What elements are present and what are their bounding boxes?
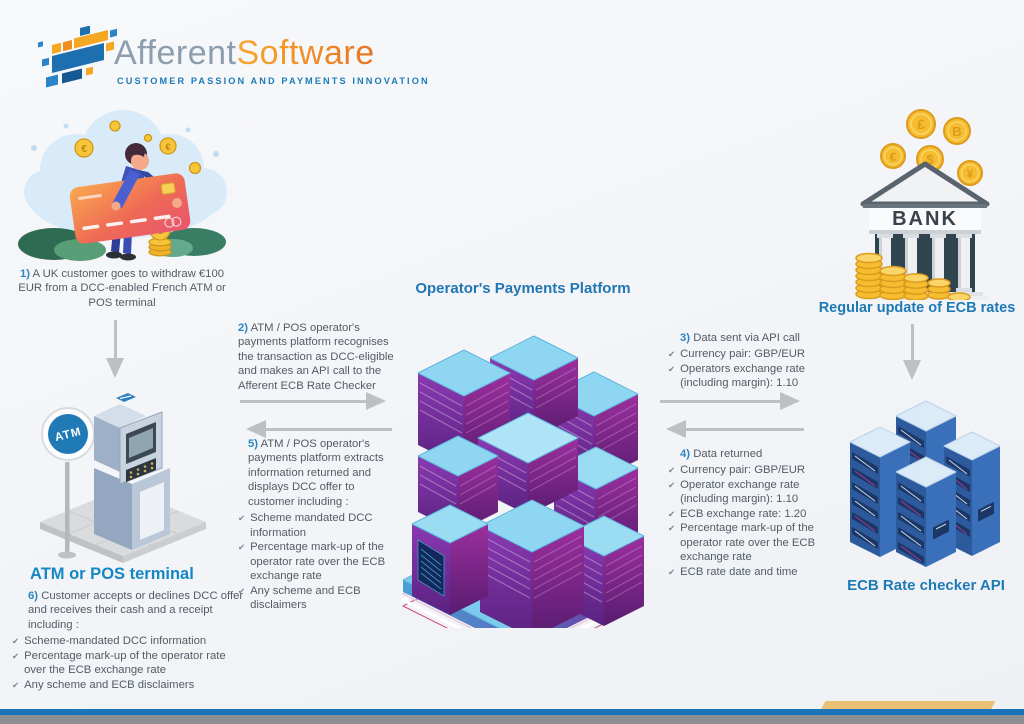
bullet-text: Currency pair: GBP/EUR	[680, 464, 806, 477]
list-item: ✔ Percentage mark-up of the operator rate…	[238, 540, 396, 583]
step-number: 3)	[680, 332, 691, 344]
check-icon: ✔	[12, 650, 20, 661]
list-item: ✔ Percentage mark-up of the operator rate…	[668, 521, 840, 564]
step-number: 5)	[248, 438, 259, 450]
bullet-text: Any scheme and ECB disclaimers	[250, 584, 361, 611]
footer-gray-bar	[0, 715, 1024, 724]
check-icon: ✔	[238, 542, 246, 553]
step-6: 6) Customer accepts or declines DCC offe…	[12, 589, 244, 692]
list-item: ✔ Any scheme and ECB disclaimers	[12, 678, 244, 692]
arrow-down-customer-to-atm	[106, 320, 124, 378]
coin-euro-icon: €	[890, 150, 897, 164]
platform-heading: Operator's Payments Platform	[415, 280, 631, 297]
arrow-right-to-platform	[240, 392, 386, 410]
server-rack-icon	[849, 400, 1001, 567]
bank-icon: £ B € $ ¥ BANK	[855, 109, 990, 300]
step-text: Data returned	[693, 448, 763, 460]
step-number: 2)	[238, 322, 249, 334]
bullet-text: Percentage mark-up of the operator rate …	[250, 541, 386, 583]
bullet-text: Percentage mark-up of the operator rate …	[680, 522, 816, 564]
footer-blue-bar	[0, 709, 1024, 715]
step-number: 6)	[28, 590, 39, 602]
step-3: 3) Data sent via API call ✔ Currency pair…	[668, 331, 840, 391]
arrow-down-bank-to-api	[903, 324, 921, 380]
logo-wordmark: AfferentSoftware	[114, 34, 375, 73]
coin-dollar-icon: $	[926, 152, 934, 167]
bullet-text: Any scheme and ECB disclaimers	[24, 678, 195, 691]
customer-withdraw-icon: €	[18, 110, 227, 261]
logo-icon	[36, 26, 128, 96]
check-icon: ✔	[668, 508, 676, 519]
coin-euro-icon: €	[81, 144, 87, 155]
bank-sign-label: BANK	[892, 208, 958, 230]
arrow-right-to-ecb-api	[660, 392, 800, 410]
list-item: ✔ Any scheme and ECB disclaimers	[238, 584, 396, 613]
ecb-update-heading: Regular update of ECB rates	[818, 300, 1016, 316]
list-item: ✔ ECB exchange rate: 1.20	[668, 507, 840, 521]
step-text: ATM / POS operator's payments platform e…	[248, 438, 384, 508]
bullet-text: Scheme mandated DCC information	[250, 512, 373, 539]
bullet-text: ECB rate date and time	[680, 565, 798, 578]
coin-bitcoin-icon: B	[952, 124, 961, 139]
list-item: ✔ Percentage mark-up of the operator rate…	[12, 649, 244, 678]
list-item: ✔ Currency pair: GBP/EUR	[668, 347, 840, 361]
step-text: ATM / POS operator's payments platform r…	[238, 322, 394, 392]
check-icon: ✔	[12, 636, 20, 647]
check-icon: ✔	[238, 585, 246, 596]
logo-brand-secondary: Software	[236, 34, 375, 72]
customer-illustration: €	[18, 110, 230, 265]
step-1: 1) A UK customer goes to withdraw €100 E…	[10, 267, 234, 310]
step-number: 4)	[680, 448, 691, 460]
step-text: Data sent via API call	[693, 332, 800, 344]
coin-euro-icon: €	[165, 142, 170, 152]
bullet-text: Percentage mark-up of the operator rate …	[24, 649, 226, 677]
bullet-text: Scheme-mandated DCC information	[24, 635, 207, 648]
ecb-api-heading: ECB Rate checker API	[847, 577, 1005, 594]
check-icon: ✔	[668, 363, 676, 374]
atm-terminal-heading: ATM or POS terminal	[30, 565, 194, 583]
bullet-text: ECB exchange rate: 1.20	[680, 507, 807, 520]
coin-yen-icon: ¥	[967, 167, 974, 181]
arrow-left-from-platform	[246, 420, 392, 438]
logo-tagline: CUSTOMER PASSION AND PAYMENTS INNOVATION	[117, 76, 430, 86]
step-text: A UK customer goes to withdraw €100 EUR …	[18, 268, 226, 309]
bullet-text: Operator exchange rate (including margin…	[680, 478, 800, 506]
list-item: ✔ Operators exchange rate (including marg…	[668, 362, 840, 391]
ecb-api-illustration	[840, 386, 1010, 571]
list-item: ✔ ECB rate date and time	[668, 565, 840, 579]
bank-illustration: £ B € $ ¥ BANK	[833, 108, 1018, 300]
check-icon: ✔	[668, 566, 676, 577]
coin-pound-icon: £	[917, 116, 925, 132]
step-text: Customer accepts or declines DCC offer a…	[28, 590, 244, 631]
bullet-text: Currency pair: GBP/EUR	[680, 348, 806, 361]
step-2: 2) ATM / POS operator's payments platfor…	[238, 321, 394, 393]
logo-brand-primary: Afferent	[114, 34, 237, 72]
check-icon: ✔	[668, 349, 676, 360]
check-icon: ✔	[668, 523, 676, 534]
check-icon: ✔	[238, 513, 246, 524]
check-icon: ✔	[668, 465, 676, 476]
list-item: ✔ Operator exchange rate (including margi…	[668, 478, 840, 507]
step-5: 5) ATM / POS operator's payments platfor…	[238, 437, 396, 612]
check-icon: ✔	[668, 479, 676, 490]
arrow-left-from-ecb-api	[666, 420, 804, 438]
atm-illustration: ATM	[28, 372, 218, 564]
list-item: ✔ Scheme mandated DCC information	[238, 511, 396, 540]
list-item: ✔ Currency pair: GBP/EUR	[668, 463, 840, 477]
server-cluster-icon	[401, 335, 645, 628]
platform-illustration	[382, 298, 660, 628]
list-item: ✔ Scheme-mandated DCC information	[12, 634, 244, 648]
atm-machine-icon: ATM	[40, 393, 206, 563]
check-icon: ✔	[12, 679, 20, 690]
step-4: 4) Data returned ✔ Currency pair: GBP/EUR…	[668, 447, 840, 579]
bullet-text: Operators exchange rate (including margi…	[680, 362, 806, 390]
step-number: 1)	[19, 268, 30, 280]
